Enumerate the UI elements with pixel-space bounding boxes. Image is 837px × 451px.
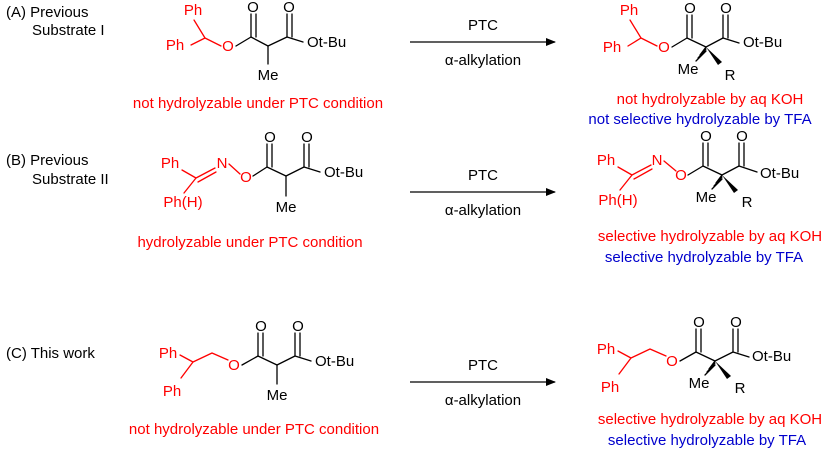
- row-c-left-note: not hydrolyzable under PTC condition: [129, 421, 379, 438]
- atom-o: O: [658, 39, 670, 56]
- row-b-right-note-1: selective hydrolyzable by aq KOH: [598, 228, 822, 245]
- atom-o: O: [228, 357, 240, 374]
- atom-ph: Ph: [184, 2, 202, 19]
- row-b: (B) Previous Substrate II Ph Ph(H) N O O…: [6, 128, 822, 266]
- atom-r: R: [735, 380, 746, 397]
- atom-o: O: [292, 318, 304, 335]
- atom-me: Me: [267, 387, 288, 404]
- atom-o: O: [222, 38, 234, 55]
- atom-o: O: [684, 0, 696, 17]
- substrate-b-structure: Ph Ph(H) N O O O Ot-Bu Me: [161, 129, 363, 216]
- atom-n: N: [217, 155, 228, 172]
- atom-o: O: [693, 314, 705, 331]
- atom-o: O: [301, 129, 313, 146]
- atom-o: O: [283, 0, 295, 16]
- atom-ph: Ph: [159, 345, 177, 362]
- row-a-label-line1: (A) Previous: [6, 4, 89, 21]
- atom-o: O: [240, 169, 252, 186]
- atom-o: O: [700, 128, 712, 145]
- atom-me: Me: [276, 199, 297, 216]
- atom-r: R: [742, 194, 753, 211]
- atom-otbu: Ot-Bu: [307, 34, 346, 51]
- atom-me: Me: [689, 375, 710, 392]
- atom-ph: Ph: [601, 379, 619, 396]
- atom-ph-h: Ph(H): [163, 194, 202, 211]
- substrate-a-structure: Ph Ph O O O Ot-Bu Me: [166, 0, 346, 84]
- substrate-c-structure: Ph Ph O O O Ot-Bu Me: [159, 318, 354, 404]
- atom-otbu: Ot-Bu: [760, 165, 799, 182]
- row-a-label-line2: Substrate I: [32, 22, 105, 39]
- row-b-left-note: hydrolyzable under PTC condition: [137, 234, 362, 251]
- row-c-condition-top: PTC: [468, 357, 498, 374]
- atom-me: Me: [678, 61, 699, 78]
- atom-ph: Ph: [161, 155, 179, 172]
- atom-o: O: [247, 0, 259, 16]
- atom-ph-h: Ph(H): [598, 192, 637, 209]
- row-a: (A) Previous Substrate I Ph Ph O O O Ot-…: [6, 0, 812, 128]
- atom-otbu: Ot-Bu: [315, 353, 354, 370]
- row-a-condition-top: PTC: [468, 17, 498, 34]
- atom-me: Me: [258, 67, 279, 84]
- row-a-right-note-1: not hydrolyzable by aq KOH: [617, 91, 804, 108]
- atom-o: O: [730, 314, 742, 331]
- row-b-condition-bottom: α-alkylation: [445, 202, 521, 219]
- atom-o: O: [264, 129, 276, 146]
- row-b-condition-top: PTC: [468, 167, 498, 184]
- atom-otbu: Ot-Bu: [752, 348, 791, 365]
- product-a-structure: Ph Ph O O O Ot-Bu Me R: [603, 0, 782, 84]
- row-a-left-note: not hydrolyzable under PTC condition: [133, 95, 383, 112]
- row-a-right-note-2: not selective hydrolyzable by TFA: [588, 111, 811, 128]
- row-c: (C) This work Ph Ph O O O Ot-Bu Me not h…: [6, 314, 822, 449]
- atom-ph: Ph: [603, 39, 621, 56]
- row-b-label-line1: (B) Previous: [6, 152, 89, 169]
- atom-otbu: Ot-Bu: [743, 34, 782, 51]
- atom-o: O: [675, 167, 687, 184]
- row-a-condition-bottom: α-alkylation: [445, 52, 521, 69]
- atom-ph: Ph: [166, 37, 184, 54]
- row-c-condition-bottom: α-alkylation: [445, 392, 521, 409]
- row-b-right-note-2: selective hydrolyzable by TFA: [605, 249, 803, 266]
- atom-o: O: [720, 0, 732, 17]
- atom-ph: Ph: [163, 383, 181, 400]
- row-c-right-note-1: selective hydrolyzable by aq KOH: [598, 411, 822, 428]
- atom-o: O: [736, 128, 748, 145]
- atom-otbu: Ot-Bu: [324, 164, 363, 181]
- row-c-right-note-2: selective hydrolyzable by TFA: [608, 432, 806, 449]
- atom-ph: Ph: [597, 152, 615, 169]
- product-c-structure: Ph Ph O O O Ot-Bu Me R: [597, 314, 791, 397]
- atom-r: R: [725, 67, 736, 84]
- atom-o: O: [666, 353, 678, 370]
- atom-ph: Ph: [620, 2, 638, 19]
- row-b-label-line2: Substrate II: [32, 171, 109, 188]
- product-b-structure: Ph Ph(H) N O O O Ot-Bu Me R: [597, 128, 799, 211]
- atom-ph: Ph: [597, 341, 615, 358]
- atom-me: Me: [696, 189, 717, 206]
- row-c-label-line1: (C) This work: [6, 345, 95, 362]
- atom-n: N: [652, 152, 663, 169]
- atom-o: O: [255, 318, 267, 335]
